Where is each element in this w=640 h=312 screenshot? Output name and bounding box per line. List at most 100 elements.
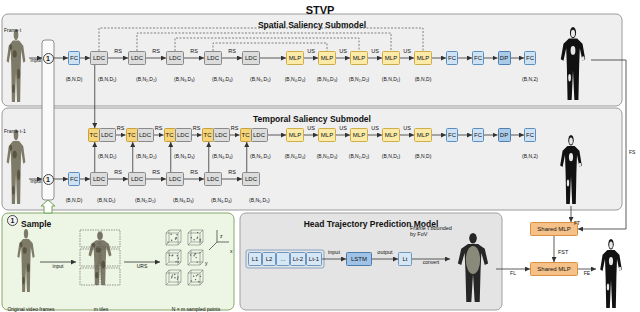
tile <box>80 268 99 285</box>
edge-label: RS <box>113 170 123 176</box>
annotation-label: (B,N₄,D₄) <box>285 77 306 82</box>
node-label: 1 <box>46 176 50 183</box>
ldc-box: LDC <box>204 51 222 65</box>
flow-connector <box>511 58 525 59</box>
flow-connector <box>400 135 414 136</box>
sample-panel: Sample1 <box>2 213 234 310</box>
flow-connector <box>208 142 209 172</box>
model-panel: Head Trajectory Prediction ModelL1L2...L… <box>240 213 502 310</box>
edge-label: US <box>370 126 380 132</box>
node-label: 1 <box>11 217 15 224</box>
annotation-label: (B,N,D₁) <box>382 77 400 82</box>
edge-label: RS <box>189 49 199 55</box>
annotation-label: (B,N,2) <box>522 77 538 82</box>
fc-box: FC <box>524 51 536 65</box>
node-label: MLP <box>417 132 429 138</box>
edge-label: US <box>338 49 348 55</box>
flow-arrow <box>571 206 572 222</box>
annotation-label: (B,N₂,D₂) <box>349 154 370 159</box>
annotation-label: convert <box>423 260 439 265</box>
node-label: LDC <box>215 132 227 138</box>
node-label: MLP <box>353 55 365 61</box>
node-label: LDC <box>93 176 105 182</box>
sequence-outline <box>246 250 324 268</box>
mlp-box: MLP <box>382 128 400 142</box>
flow-connector <box>230 135 240 136</box>
diagram-title: STVP <box>306 5 335 16</box>
edge-label: RS <box>227 170 237 176</box>
node-label: LDC <box>245 55 257 61</box>
annotation-label: Frame t <box>4 28 21 33</box>
flow-connector <box>368 135 382 136</box>
node-label: L1 <box>252 256 259 262</box>
ldc-box: LDC <box>137 128 154 142</box>
sample-arrow <box>41 200 55 213</box>
flow-connector <box>372 259 398 260</box>
node-label: FC <box>70 55 78 61</box>
node-label: LDC <box>253 132 265 138</box>
flow-connector <box>432 58 446 59</box>
node-label: LSTM <box>351 256 367 262</box>
shared-mlp-box: Shared MLP <box>530 262 578 276</box>
flow-arrow <box>578 269 596 270</box>
fc-box: FC <box>68 51 80 65</box>
edge-label: RS <box>154 126 164 132</box>
point-cube <box>188 230 203 245</box>
annotation-label: (B,N,D) <box>66 77 83 82</box>
node-label: MLP <box>417 55 429 61</box>
dropout-box: DP <box>498 51 511 65</box>
annotation-label: (B,N₄,D₄) <box>212 154 233 159</box>
sample-bar <box>42 40 54 200</box>
ldc-box: LDC <box>204 172 222 186</box>
person-figure <box>458 233 488 302</box>
node-label: LDC <box>245 176 257 182</box>
fc-box: FC <box>446 51 458 65</box>
annotation-label: FL <box>510 271 516 276</box>
flow-connector <box>80 58 90 59</box>
flow-connector <box>192 135 202 136</box>
flow-connector <box>80 179 90 180</box>
annotation-label: FT <box>574 221 580 226</box>
flow-connector <box>304 135 318 136</box>
node-label: FC <box>526 132 534 138</box>
flow-connector <box>222 58 242 59</box>
annotation-label: (B,N,D) <box>415 154 432 159</box>
flow-arrow <box>124 262 160 263</box>
flow-connector <box>322 259 346 260</box>
mlp-box: MLP <box>414 51 432 65</box>
ldc-box: LDC <box>251 128 268 142</box>
fc-box: FC <box>446 128 458 142</box>
annotation-label: Original video frames <box>7 307 54 312</box>
flow-arrow <box>578 60 626 229</box>
step-circle: 1 <box>43 53 54 64</box>
sequence-box: Lt <box>398 252 412 266</box>
node-label: LDC <box>207 55 219 61</box>
tile <box>80 249 99 266</box>
edge-label: US <box>306 49 316 55</box>
tc-box: TC <box>126 128 138 142</box>
flow-connector <box>368 58 382 59</box>
flow-connector <box>54 179 69 180</box>
annotation-label: x <box>230 249 233 254</box>
person-figure <box>560 135 582 204</box>
node-label: MLP <box>289 55 301 61</box>
sequence-box: Lt-2 <box>290 252 306 266</box>
point-cube <box>166 230 181 245</box>
node-label: DP <box>500 55 508 61</box>
lstm-box: LSTM <box>346 252 372 266</box>
flow-connector <box>94 142 95 172</box>
edge-label: output <box>376 250 393 256</box>
node-label: TC <box>242 132 250 138</box>
flow-connector <box>268 135 287 136</box>
ldc-box: LDC <box>90 172 108 186</box>
ldc-box: LDC <box>242 172 260 186</box>
ldc-box: LDC <box>175 128 192 142</box>
ldc-box: LDC <box>213 128 230 142</box>
node-label: 1 <box>46 55 50 62</box>
edge-label: RS <box>151 170 161 176</box>
node-label: MLP <box>321 132 333 138</box>
node-label: FC <box>526 55 534 61</box>
person-figure <box>17 229 34 292</box>
flow-connector <box>260 58 286 59</box>
